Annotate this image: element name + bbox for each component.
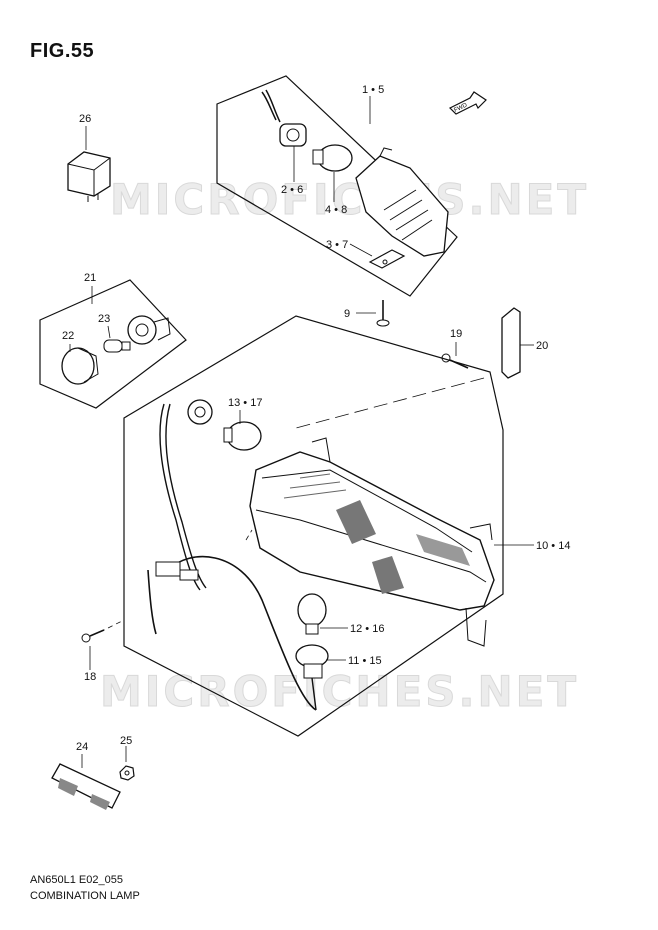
callout-9: 9 <box>344 308 350 320</box>
nut-25: 25 <box>119 735 135 781</box>
callout-23: 23 <box>98 313 110 325</box>
bulb-icon <box>312 144 353 172</box>
callout-22: 22 <box>62 330 74 342</box>
connector-icon <box>155 561 199 581</box>
screw-9: 9 <box>344 300 390 327</box>
screw-18: 18 <box>81 629 105 683</box>
figure-title: FIG.55 <box>30 40 95 62</box>
callout-12-16: 12 • 16 <box>350 623 384 635</box>
callout-4-8: 4 • 8 <box>325 204 347 216</box>
tail-lamp-housing-icon <box>249 437 495 647</box>
callout-24: 24 <box>76 741 88 753</box>
callout-20: 20 <box>536 340 548 352</box>
small-bulb-icon <box>103 339 131 353</box>
watermark-bottom: MICROFICHES.NET <box>100 667 579 716</box>
tail-bulb-icon <box>297 593 327 635</box>
stop-socket-icon <box>187 399 213 425</box>
small-socket-icon <box>127 315 171 345</box>
bracket-20: 20 <box>501 307 548 379</box>
diagram-code: AN650L1 E02_055 <box>30 874 123 886</box>
callout-26: 26 <box>79 113 91 125</box>
watermark-top: MICROFICHES.NET <box>110 175 589 224</box>
turn-signal-lens-icon <box>355 147 449 257</box>
callout-3-7: 3 • 7 <box>326 239 348 251</box>
tail-socket-icon <box>295 644 329 711</box>
callout-10-14: 10 • 14 <box>536 540 570 552</box>
stop-bulb-icon <box>223 421 262 451</box>
reflector-24: 24 <box>51 741 121 810</box>
side-light-group: 21 22 23 <box>39 272 187 409</box>
lens-cap-icon <box>61 347 99 385</box>
bracket-icon <box>368 249 406 269</box>
combination-lamp-assembly: 13 • 17 10 • 14 12 • 1 <box>99 315 570 737</box>
callout-11-15: 11 • 15 <box>348 655 382 667</box>
front-turn-signal-group: 1 • 5 2 • 6 4 • 8 3 • 7 <box>216 75 458 297</box>
callout-18: 18 <box>84 671 96 683</box>
callout-2-6: 2 • 6 <box>281 184 303 196</box>
callout-19: 19 <box>450 328 462 340</box>
forward-arrow-icon: FWD <box>448 91 487 115</box>
callout-21: 21 <box>84 272 96 284</box>
fwd-label: FWD <box>453 102 469 113</box>
socket-icon <box>261 89 307 147</box>
callout-13-17: 13 • 17 <box>228 397 262 409</box>
callout-25: 25 <box>120 735 132 747</box>
relay-26: 26 <box>67 113 111 202</box>
callout-1-5: 1 • 5 <box>362 84 384 96</box>
diagram-name: COMBINATION LAMP <box>30 890 140 902</box>
